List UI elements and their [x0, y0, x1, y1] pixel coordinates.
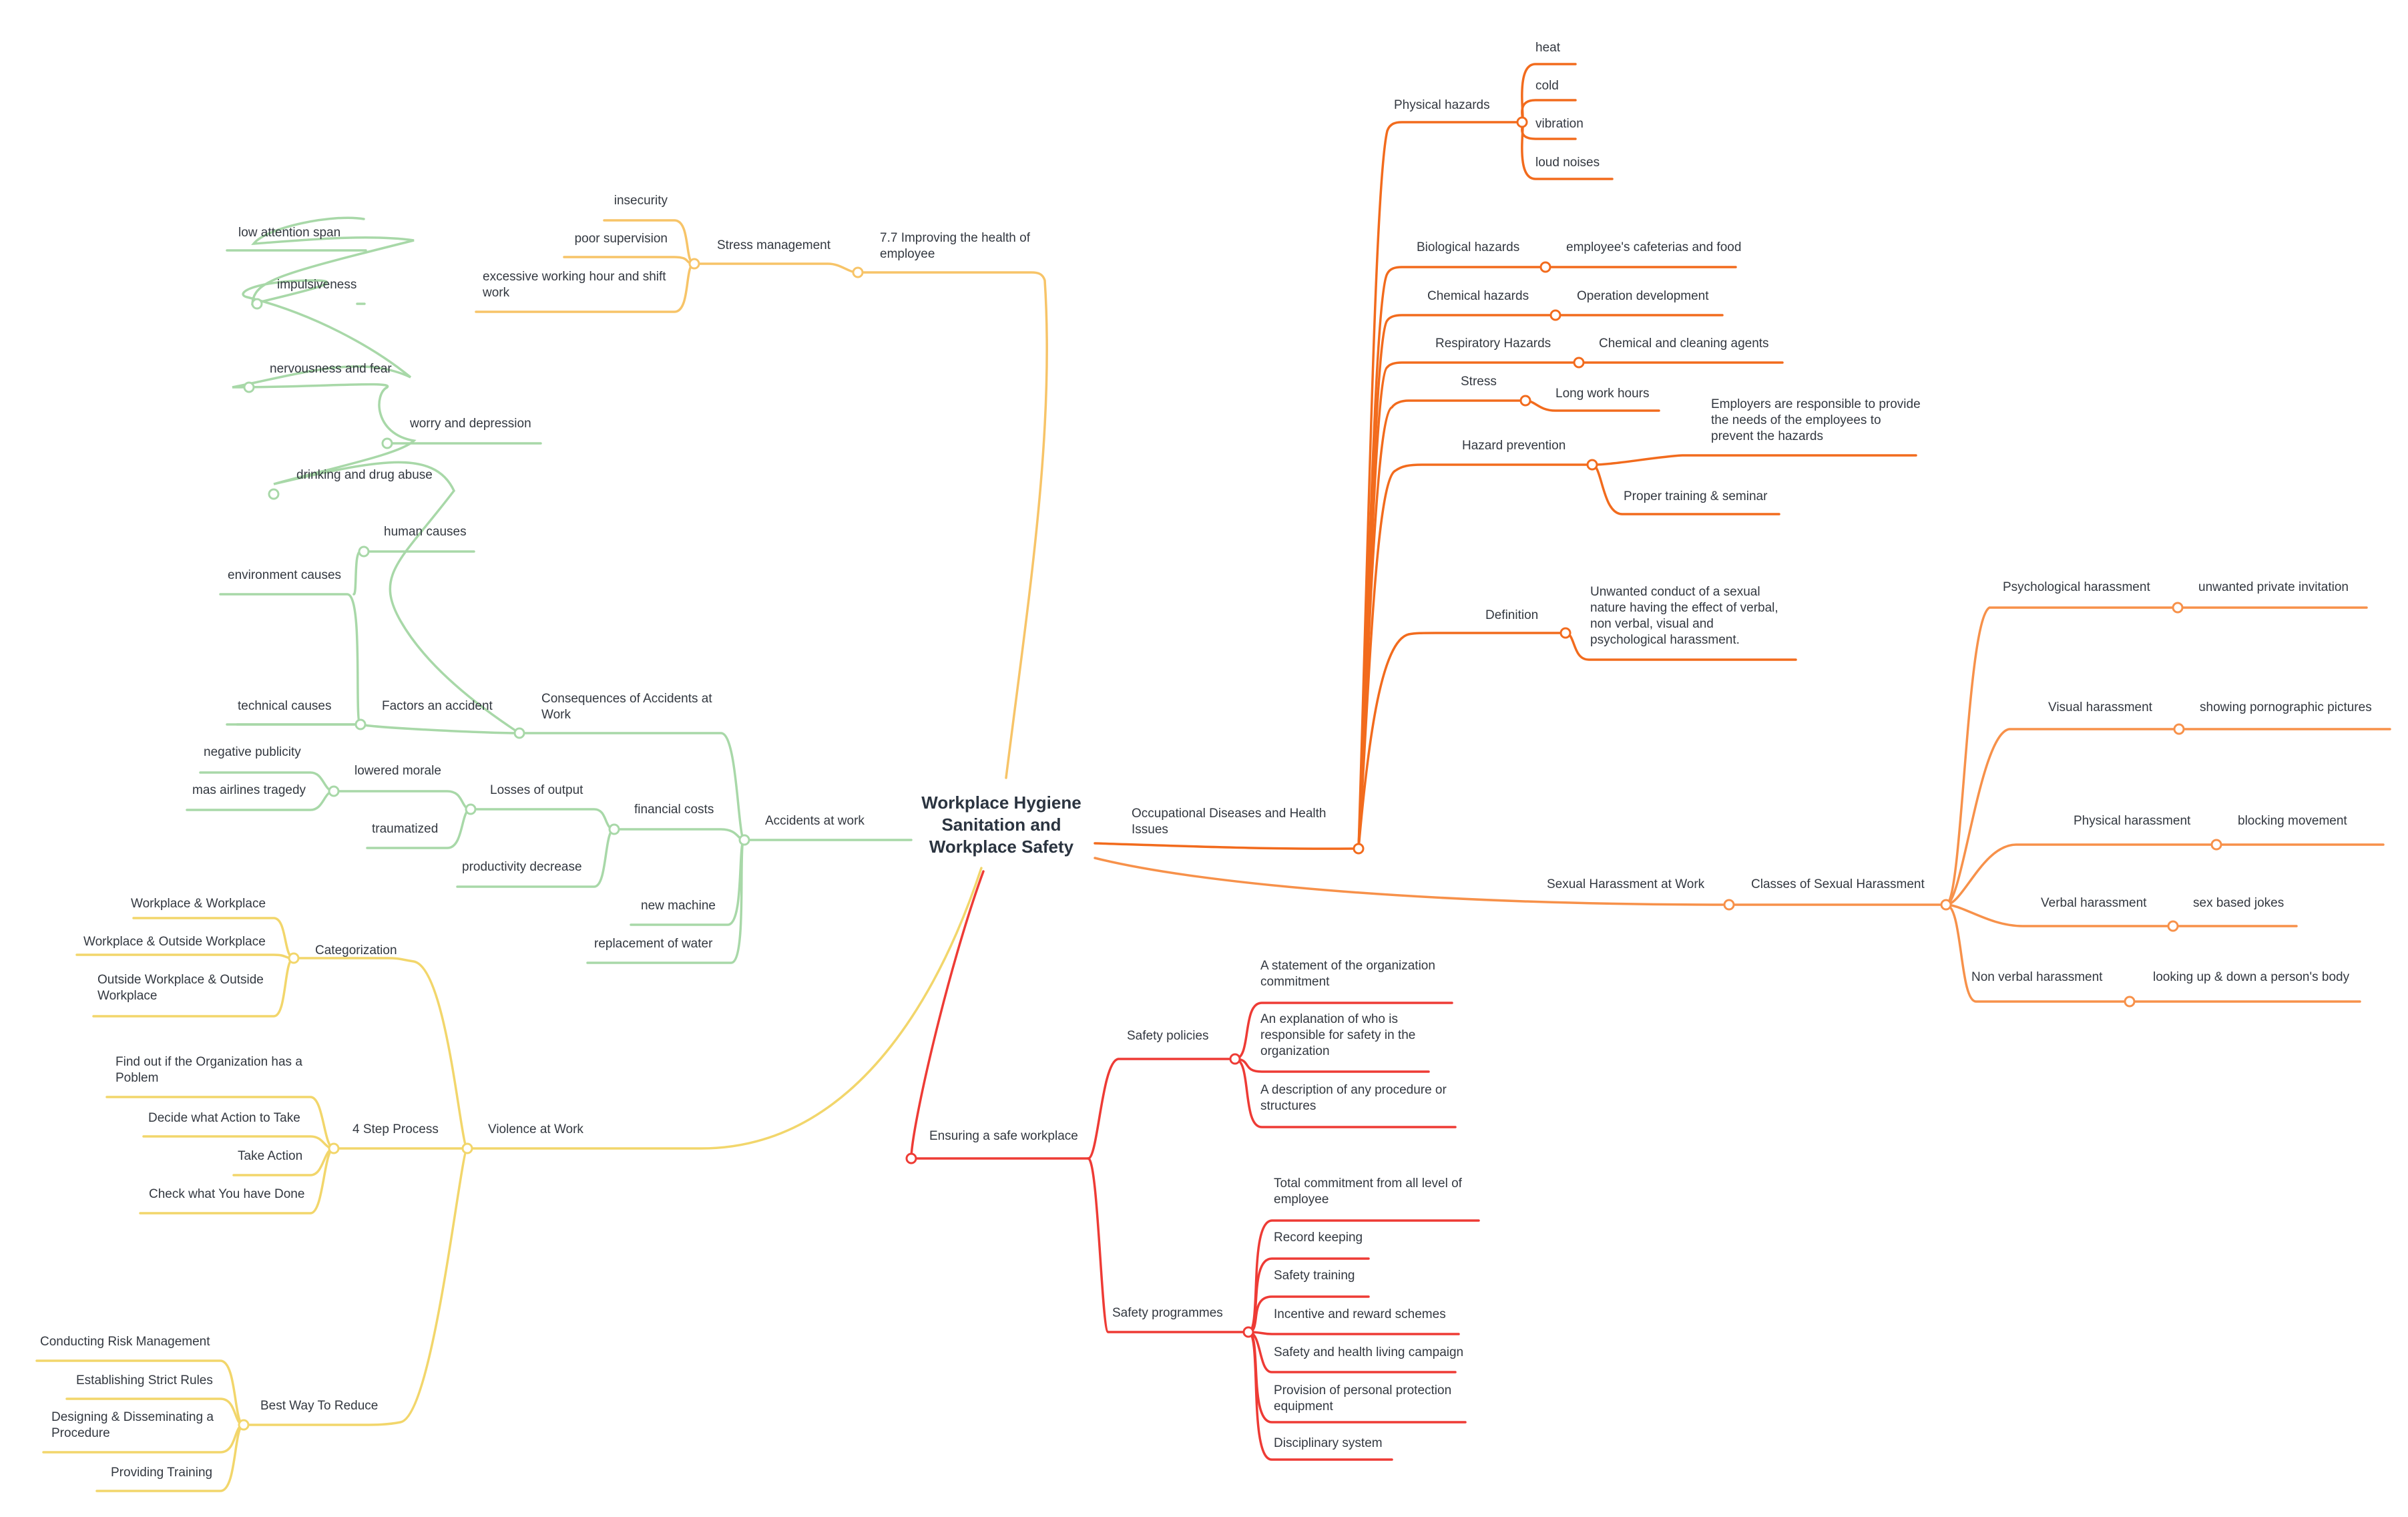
topic-drinking-drug-abuse[interactable]: drinking and drug abuse	[296, 468, 433, 482]
topic-losses-of-output[interactable]: Losses of output	[490, 783, 583, 797]
topic-definition[interactable]: Definition	[1485, 608, 1539, 622]
topic-low-attention-span[interactable]: low attention span	[238, 226, 341, 240]
topic-traumatized[interactable]: traumatized	[372, 822, 439, 836]
topic-definition-text[interactable]: Unwanted conduct of a sexual nature havi…	[1590, 585, 1778, 647]
topic-improving-health[interactable]: 7.7 Improving the health of employee	[880, 231, 1030, 261]
topic-protection-equipment[interactable]: Provision of personal protection equipme…	[1274, 1383, 1452, 1414]
topic-policy-statement[interactable]: A statement of the organization commitme…	[1260, 959, 1435, 989]
topic-technical-causes[interactable]: technical causes	[238, 699, 332, 713]
topic-check-done[interactable]: Check what You have Done	[149, 1187, 305, 1201]
topic-visual-harassment[interactable]: Visual harassment	[2048, 700, 2152, 714]
topic-cold[interactable]: cold	[1535, 79, 1559, 93]
topic-occupational-diseases[interactable]: Occupational Diseases and Health Issues	[1132, 807, 1327, 837]
topic-designing-procedure[interactable]: Designing & Disseminating a Procedure	[51, 1410, 214, 1440]
topic-4-step-process[interactable]: 4 Step Process	[352, 1122, 439, 1136]
topic-outside-outside[interactable]: Outside Workplace & Outside Workplace	[97, 973, 264, 1003]
topic-replacement-water[interactable]: replacement of water	[594, 937, 713, 951]
topic-classes-harassment[interactable]: Classes of Sexual Harassment	[1751, 877, 1925, 891]
topic-disciplinary-system[interactable]: Disciplinary system	[1274, 1436, 1383, 1450]
topic-violence-at-work[interactable]: Violence at Work	[488, 1122, 583, 1136]
root-line-2: Sanitation and	[941, 815, 1061, 835]
topic-proper-training[interactable]: Proper training & seminar	[1624, 489, 1768, 503]
topic-productivity-decrease[interactable]: productivity decrease	[462, 860, 582, 874]
topic-consequences-accidents[interactable]: Consequences of Accidents at Work	[541, 692, 712, 722]
topic-unwanted-invitation[interactable]: unwanted private invitation	[2198, 580, 2349, 594]
topic-nervousness-fear[interactable]: nervousness and fear	[270, 362, 392, 376]
topic-biological-hazards[interactable]: Biological hazards	[1417, 240, 1520, 254]
topic-lowered-morale[interactable]: lowered morale	[354, 764, 441, 778]
violence-branch-lines	[35, 867, 983, 1492]
topic-incentive-reward[interactable]: Incentive and reward schemes	[1274, 1307, 1446, 1321]
topic-best-way-reduce[interactable]: Best Way To Reduce	[260, 1399, 379, 1413]
topic-health-campaign[interactable]: Safety and health living campaign	[1274, 1345, 1464, 1359]
topic-mas-airlines[interactable]: mas airlines tragedy	[192, 783, 306, 797]
topic-accidents-at-work[interactable]: Accidents at work	[765, 814, 865, 828]
topic-decide-action[interactable]: Decide what Action to Take	[148, 1111, 300, 1125]
topic-operation-development[interactable]: Operation development	[1577, 289, 1709, 303]
topic-long-work-hours[interactable]: Long work hours	[1555, 387, 1650, 401]
topic-safety-policies[interactable]: Safety policies	[1127, 1029, 1209, 1043]
topic-looking-up-down[interactable]: looking up & down a person's body	[2153, 970, 2350, 984]
topic-physical-harassment[interactable]: Physical harassment	[2074, 814, 2191, 828]
topic-sex-based-jokes[interactable]: sex based jokes	[2193, 896, 2284, 910]
topic-find-out-problem[interactable]: Find out if the Organization has a Poble…	[115, 1055, 302, 1085]
topic-cafeterias[interactable]: employee's cafeterias and food	[1566, 240, 1742, 254]
topic-verbal-harassment[interactable]: Verbal harassment	[2041, 896, 2147, 910]
topic-blocking-movement[interactable]: blocking movement	[2238, 814, 2347, 828]
topic-total-commitment[interactable]: Total commitment from all level of emplo…	[1274, 1176, 1462, 1207]
topic-strict-rules[interactable]: Establishing Strict Rules	[76, 1373, 213, 1387]
root-line-3: Workplace Safety	[929, 837, 1074, 857]
topic-factors-accident[interactable]: Factors an accident	[382, 699, 493, 713]
topic-insecurity[interactable]: insecurity	[614, 194, 668, 208]
topic-stress-management[interactable]: Stress management	[717, 238, 831, 252]
topic-risk-management[interactable]: Conducting Risk Management	[40, 1335, 210, 1349]
topic-impulsiveness[interactable]: impulsiveness	[277, 278, 357, 292]
topic-poor-supervision[interactable]: poor supervision	[574, 232, 668, 246]
topic-psychological-harassment[interactable]: Psychological harassment	[2003, 580, 2150, 594]
topic-vibration[interactable]: vibration	[1535, 117, 1584, 131]
topic-providing-training[interactable]: Providing Training	[111, 1466, 213, 1480]
topic-loud-noises[interactable]: loud noises	[1535, 156, 1600, 170]
root-topic[interactable]: Workplace Hygiene Sanitation and Workpla…	[895, 792, 1108, 858]
topic-stress[interactable]: Stress	[1461, 375, 1497, 389]
topic-sexual-harassment[interactable]: Sexual Harassment at Work	[1547, 877, 1705, 891]
topic-environment-causes[interactable]: environment causes	[228, 568, 342, 582]
topic-chemical-hazards[interactable]: Chemical hazards	[1427, 289, 1529, 303]
topic-excessive-working[interactable]: excessive working hour and shift work	[483, 270, 666, 300]
topic-take-action[interactable]: Take Action	[238, 1149, 303, 1163]
topic-employers-responsible[interactable]: Employers are responsible to provide the…	[1711, 397, 1921, 443]
root-line-1: Workplace Hygiene	[921, 793, 1081, 813]
topic-respiratory-hazards[interactable]: Respiratory Hazards	[1435, 337, 1551, 351]
topic-workplace-outside[interactable]: Workplace & Outside Workplace	[83, 935, 266, 949]
topic-financial-costs[interactable]: financial costs	[634, 803, 714, 817]
topic-pornographic-pictures[interactable]: showing pornographic pictures	[2200, 700, 2372, 714]
topic-workplace-workplace[interactable]: Workplace & Workplace	[131, 897, 266, 911]
accidents-branch-lines	[186, 216, 913, 964]
topic-categorization[interactable]: Categorization	[315, 943, 397, 957]
topic-nonverbal-harassment[interactable]: Non verbal harassment	[1971, 970, 2103, 984]
topic-cleaning-agents[interactable]: Chemical and cleaning agents	[1599, 337, 1769, 351]
topic-heat[interactable]: heat	[1535, 41, 1560, 55]
topic-safety-programmes[interactable]: Safety programmes	[1112, 1306, 1223, 1320]
topic-policy-explanation[interactable]: An explanation of who is responsible for…	[1260, 1012, 1416, 1058]
topic-ensuring-safe-workplace[interactable]: Ensuring a safe workplace	[929, 1129, 1078, 1143]
harassment-branch-lines	[1094, 606, 2391, 1003]
occupational-branch-lines	[1094, 63, 1917, 850]
topic-hazard-prevention[interactable]: Hazard prevention	[1462, 439, 1566, 453]
topic-physical-hazards[interactable]: Physical hazards	[1394, 98, 1490, 112]
topic-safety-training[interactable]: Safety training	[1274, 1269, 1355, 1283]
topic-policy-description[interactable]: A description of any procedure or struct…	[1260, 1083, 1447, 1113]
topic-negative-publicity[interactable]: negative publicity	[204, 745, 301, 759]
topic-record-keeping[interactable]: Record keeping	[1274, 1231, 1363, 1245]
topic-human-causes[interactable]: human causes	[384, 525, 467, 539]
topic-new-machine[interactable]: new machine	[641, 899, 716, 913]
topic-worry-depression[interactable]: worry and depression	[410, 417, 531, 431]
